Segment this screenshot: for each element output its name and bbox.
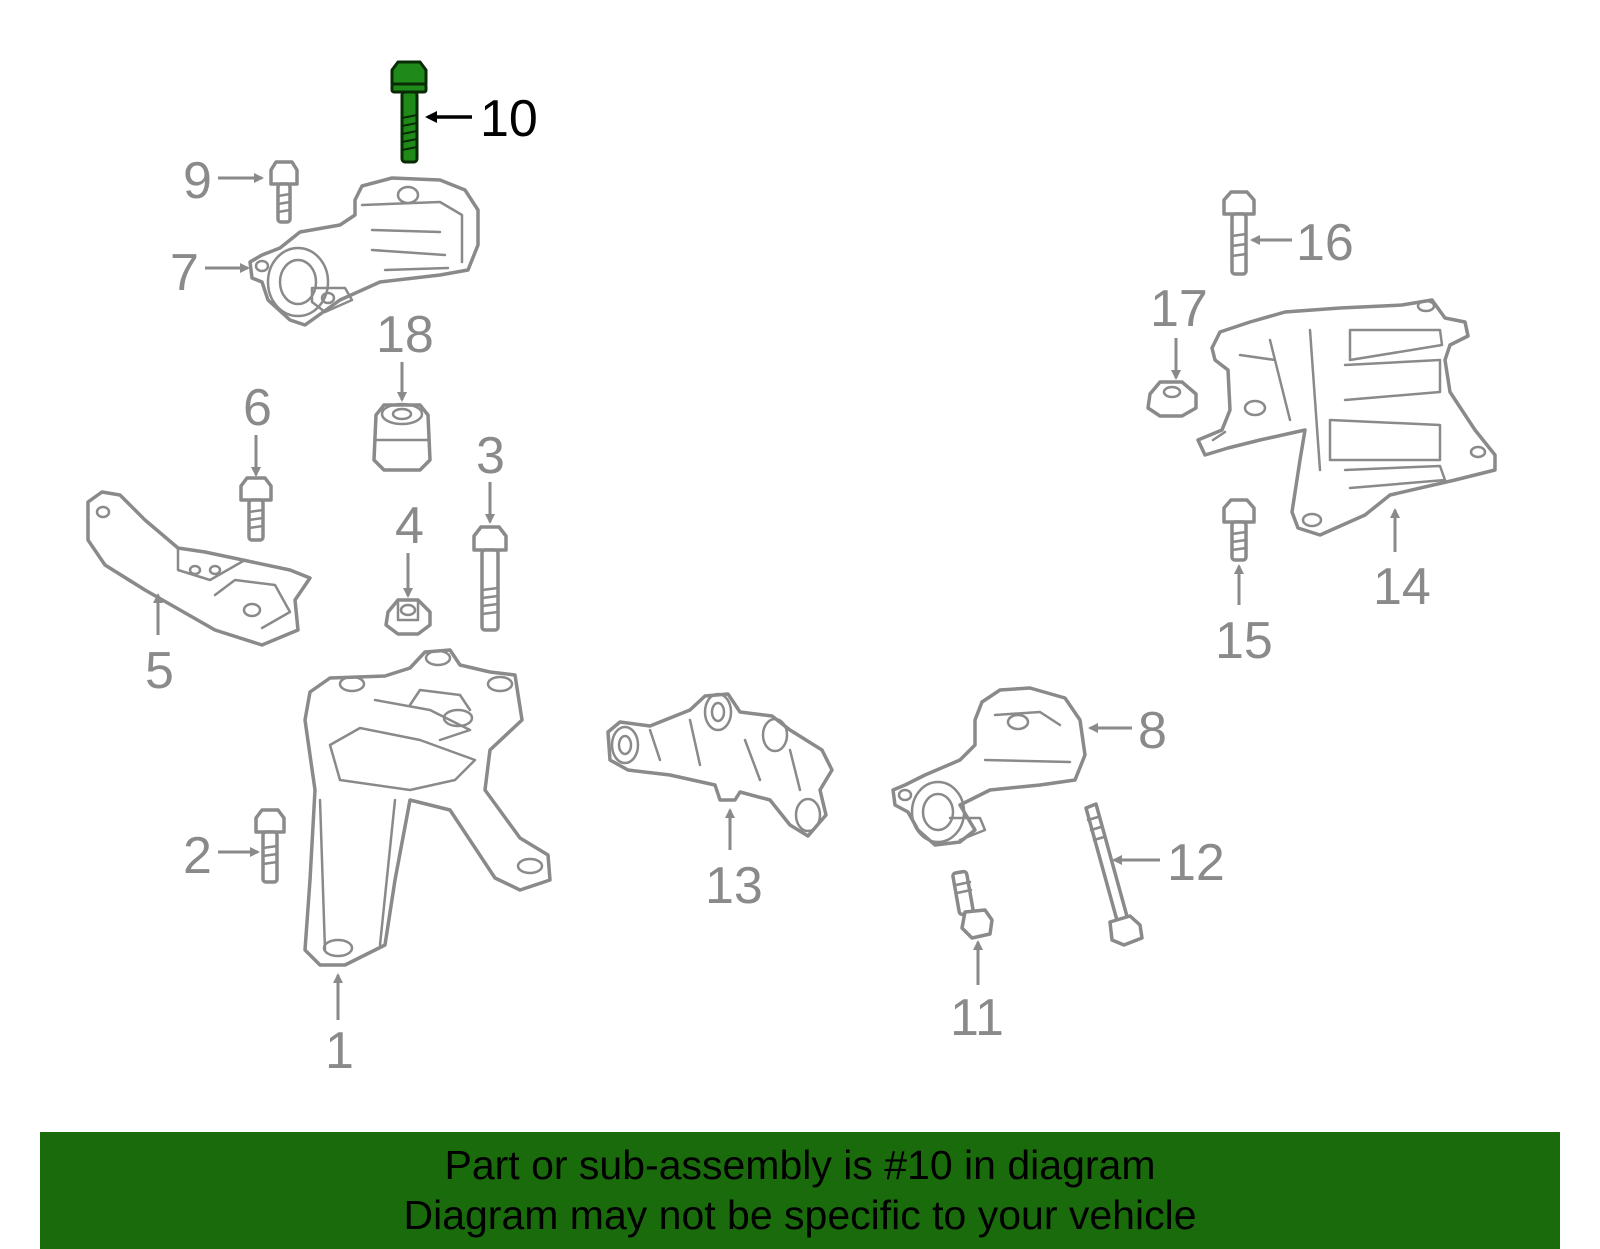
part-2-bolt[interactable] bbox=[254, 808, 286, 884]
callout-label-7[interactable]: 7 bbox=[170, 244, 199, 302]
part-14-mount[interactable] bbox=[1196, 298, 1497, 537]
part-1-mount[interactable] bbox=[303, 648, 552, 967]
banner-line-1: Part or sub-assembly is #10 in diagram bbox=[444, 1142, 1156, 1188]
callout-label-17[interactable]: 17 bbox=[1150, 280, 1208, 338]
callout-label-6[interactable]: 6 bbox=[243, 379, 272, 437]
callout-label-18[interactable]: 18 bbox=[376, 306, 434, 364]
callout-label-1[interactable]: 1 bbox=[325, 1022, 354, 1080]
part-13-bracket[interactable] bbox=[606, 692, 834, 838]
part-8-mount[interactable] bbox=[891, 686, 1087, 847]
callout-label-14[interactable]: 14 bbox=[1373, 558, 1431, 616]
callout-label-4[interactable]: 4 bbox=[395, 497, 424, 555]
callout-label-13[interactable]: 13 bbox=[705, 857, 763, 915]
part-9-bolt[interactable] bbox=[269, 160, 299, 224]
callout-label-5[interactable]: 5 bbox=[145, 642, 174, 700]
callout-label-15[interactable]: 15 bbox=[1215, 612, 1273, 670]
callout-label-3[interactable]: 3 bbox=[476, 427, 505, 485]
part-17-nut[interactable] bbox=[1146, 380, 1198, 418]
callout-label-2[interactable]: 2 bbox=[183, 827, 212, 885]
callout-label-11[interactable]: 11 bbox=[950, 989, 1004, 1047]
callout-label-9[interactable]: 9 bbox=[183, 152, 212, 210]
part-4-nut[interactable] bbox=[384, 598, 432, 636]
part-3-bolt[interactable] bbox=[472, 525, 508, 632]
part-5-bracket[interactable] bbox=[86, 490, 312, 647]
callout-label-16[interactable]: 16 bbox=[1296, 214, 1354, 272]
part-16-bolt[interactable] bbox=[1222, 190, 1256, 276]
part-18-bushing[interactable] bbox=[372, 402, 432, 472]
callout-label-12[interactable]: 12 bbox=[1167, 834, 1225, 892]
callout-label-10[interactable]: 10 bbox=[480, 90, 538, 148]
info-banner: Part or sub-assembly is #10 in diagram D… bbox=[40, 1132, 1560, 1249]
part-12-bolt[interactable] bbox=[1084, 802, 1144, 947]
part-6-bolt[interactable] bbox=[239, 476, 273, 542]
part-11-bolt[interactable] bbox=[951, 869, 994, 940]
part-7-mount[interactable] bbox=[248, 176, 480, 327]
callout-label-8[interactable]: 8 bbox=[1138, 702, 1167, 760]
banner-line-2: Diagram may not be specific to your vehi… bbox=[403, 1192, 1197, 1238]
part-15-bolt[interactable] bbox=[1222, 498, 1256, 562]
part-10-bolt[interactable] bbox=[390, 60, 428, 164]
